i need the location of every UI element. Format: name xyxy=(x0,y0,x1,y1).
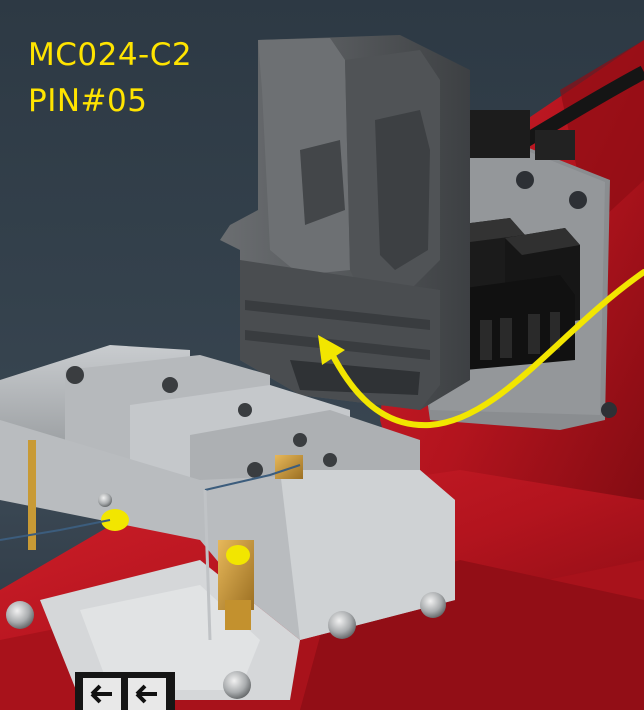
relay-bank xyxy=(450,218,580,370)
brass-fittings xyxy=(0,440,303,641)
switch-panel xyxy=(75,672,175,710)
connector-id-text: MC024-C2 xyxy=(28,37,193,73)
controller-module xyxy=(220,35,470,410)
left-arrow-icon xyxy=(135,684,157,704)
callout-arrow-icon xyxy=(318,269,644,429)
connector-callout-label: MC024-C2 PIN#05 xyxy=(28,32,192,124)
pin-number-text: PIN#05 xyxy=(28,83,148,119)
left-arrow-icon xyxy=(90,684,112,704)
bolts xyxy=(6,493,446,699)
